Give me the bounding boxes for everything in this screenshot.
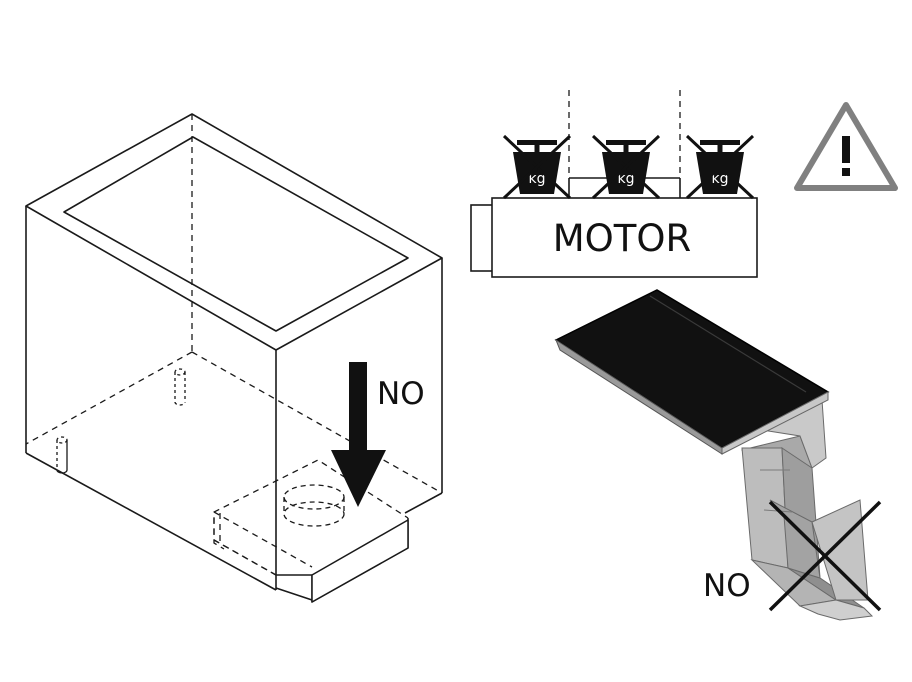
arrow-down-icon (331, 362, 386, 507)
cabinet-leg-left (56, 436, 68, 474)
motor-box-under-cabinet (275, 518, 409, 603)
downdraft-hob (554, 289, 882, 621)
cabinet-leg-back (174, 368, 186, 406)
cabinet-hidden-lines (25, 114, 443, 494)
weight-unit-label-1: kg (529, 171, 546, 187)
duct-column (741, 399, 874, 621)
label-no-right: NO (703, 568, 751, 604)
hob-side-edge (721, 391, 829, 455)
cabinet (25, 113, 443, 591)
cross-mark-icon-weight-2 (591, 134, 661, 200)
cabinet-top-inner (63, 136, 409, 332)
motor-box-hidden (213, 459, 409, 576)
weight-unit-label-2: kg (618, 171, 635, 187)
cabinet-edge-bottom-front (25, 452, 277, 591)
weight-icon-2: kg (591, 134, 661, 200)
motor-unit (470, 177, 758, 278)
cross-mark-icon-weight-1 (502, 134, 572, 200)
motor-label: MOTOR (553, 217, 691, 260)
label-no-left: NO (377, 376, 425, 412)
cross-mark-icon-duct (768, 500, 882, 612)
cabinet-edge-bottom-right (404, 492, 443, 514)
warning-triangle-icon (794, 102, 898, 191)
weight-icon-3: kg (685, 134, 755, 200)
motor-guide-lines (568, 90, 681, 178)
motor-body (491, 197, 758, 278)
motor-box-duct-ring (283, 484, 345, 527)
weight-icon-1: kg (502, 134, 572, 200)
weight-unit-label-3: kg (712, 171, 729, 187)
cross-mark-icon-weight-3 (685, 134, 755, 200)
cabinet-top (25, 113, 443, 351)
